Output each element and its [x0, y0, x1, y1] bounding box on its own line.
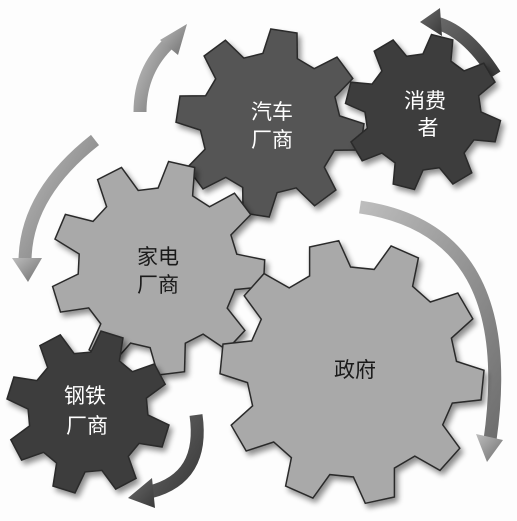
gear-steel-makers	[6, 330, 170, 494]
arrow-bottom	[128, 414, 204, 508]
arrow-top-right	[420, 8, 501, 79]
gear-consumers	[344, 33, 502, 191]
gear-car-makers	[175, 28, 365, 218]
gear-label-car-makers-line2: 厂商	[251, 128, 293, 152]
arrow-left	[12, 134, 100, 282]
gear-label-steel-makers-line1: 钢铁	[64, 384, 106, 408]
gear-label-consumers-line2: 者	[418, 116, 439, 140]
arrow-up-left	[133, 24, 187, 113]
arrow-right-large	[359, 200, 503, 462]
gear-label-government: 政府	[334, 358, 376, 382]
gear-label-car-makers-line1: 汽车	[251, 100, 293, 124]
gear-label-steel-makers-line2: 厂商	[66, 414, 108, 438]
gear-label-consumers-line1: 消费	[404, 89, 446, 113]
gear-label-appliance-makers-line1: 家电	[137, 245, 179, 269]
gear-label-appliance-makers-line2: 厂商	[137, 273, 179, 297]
gear-government	[219, 239, 485, 505]
